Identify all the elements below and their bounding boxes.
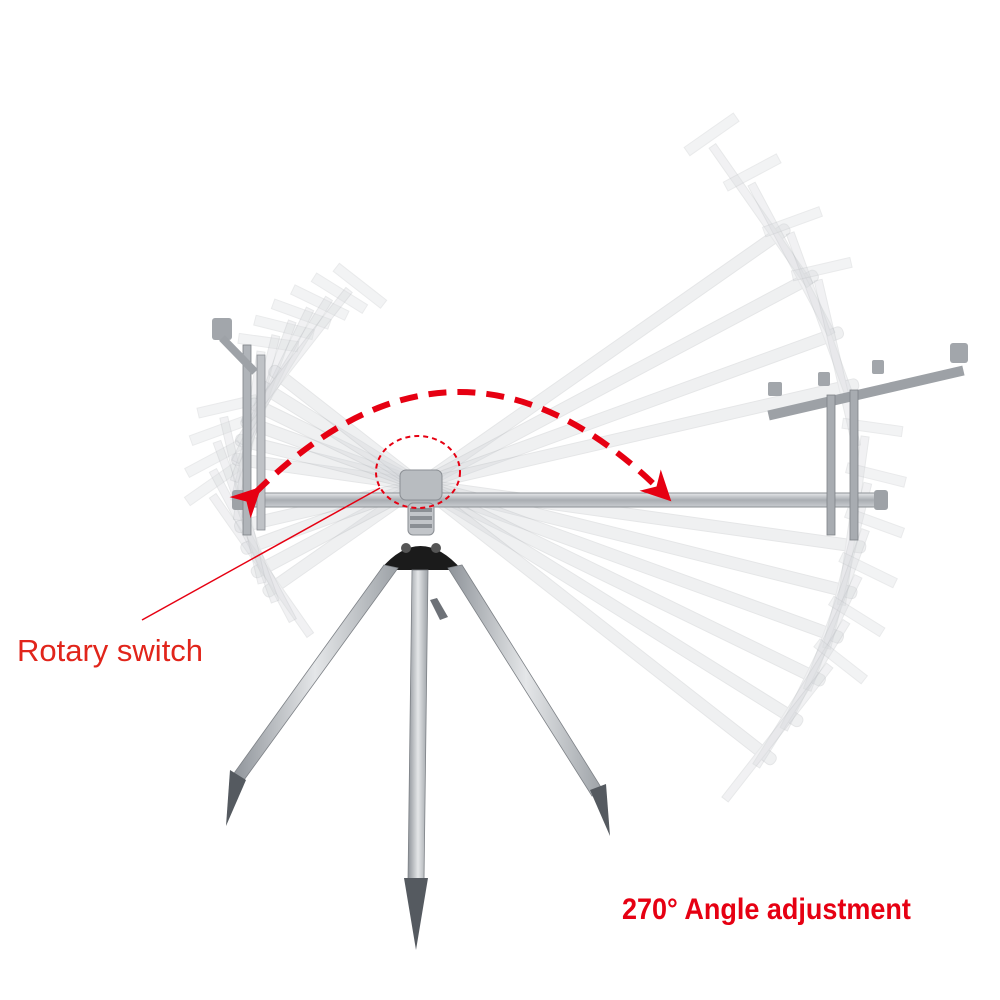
ghost-bar bbox=[230, 314, 907, 650]
rotary-switch-label: Rotary switch bbox=[17, 633, 204, 668]
ghost-bar bbox=[240, 262, 869, 803]
annotations bbox=[141, 389, 672, 621]
main-crossbar bbox=[232, 490, 888, 510]
ghost-bar bbox=[234, 272, 886, 769]
left-buzz-bar bbox=[212, 318, 266, 536]
tripod-legs bbox=[226, 564, 610, 950]
right-buzz-bar bbox=[767, 343, 968, 541]
rotation-arc-arrow bbox=[229, 389, 672, 519]
tripod-base bbox=[380, 543, 462, 620]
angle-adjustment-label: 270° Angle adjustment bbox=[622, 893, 911, 926]
